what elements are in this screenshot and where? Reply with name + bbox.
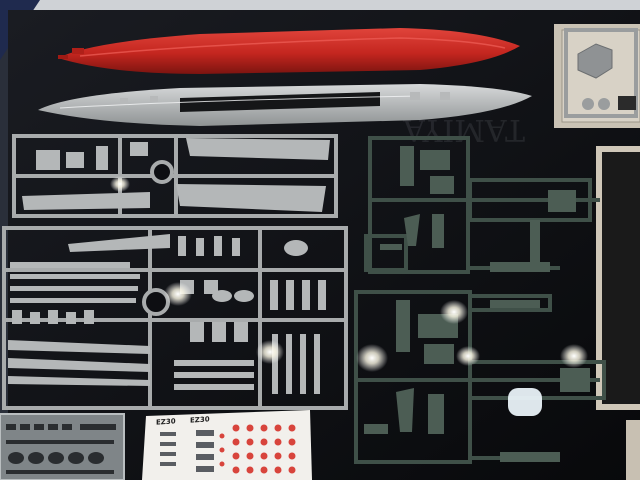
grey-sprue-lower (2, 226, 348, 410)
decal-code-right: EZ30 (190, 415, 210, 425)
green-sprue-upper (364, 136, 600, 274)
decal-rising-sun-markings (219, 424, 296, 474)
photo-etch-fret (0, 413, 125, 480)
small-sprue-top-right (564, 28, 638, 118)
light-glare (110, 176, 588, 416)
grey-upper-hull (38, 84, 532, 126)
decal-sheet (142, 410, 312, 480)
decal-code-left: EZ30 (156, 417, 176, 427)
grey-sprue-upper (12, 134, 338, 218)
red-lower-hull (58, 28, 520, 74)
